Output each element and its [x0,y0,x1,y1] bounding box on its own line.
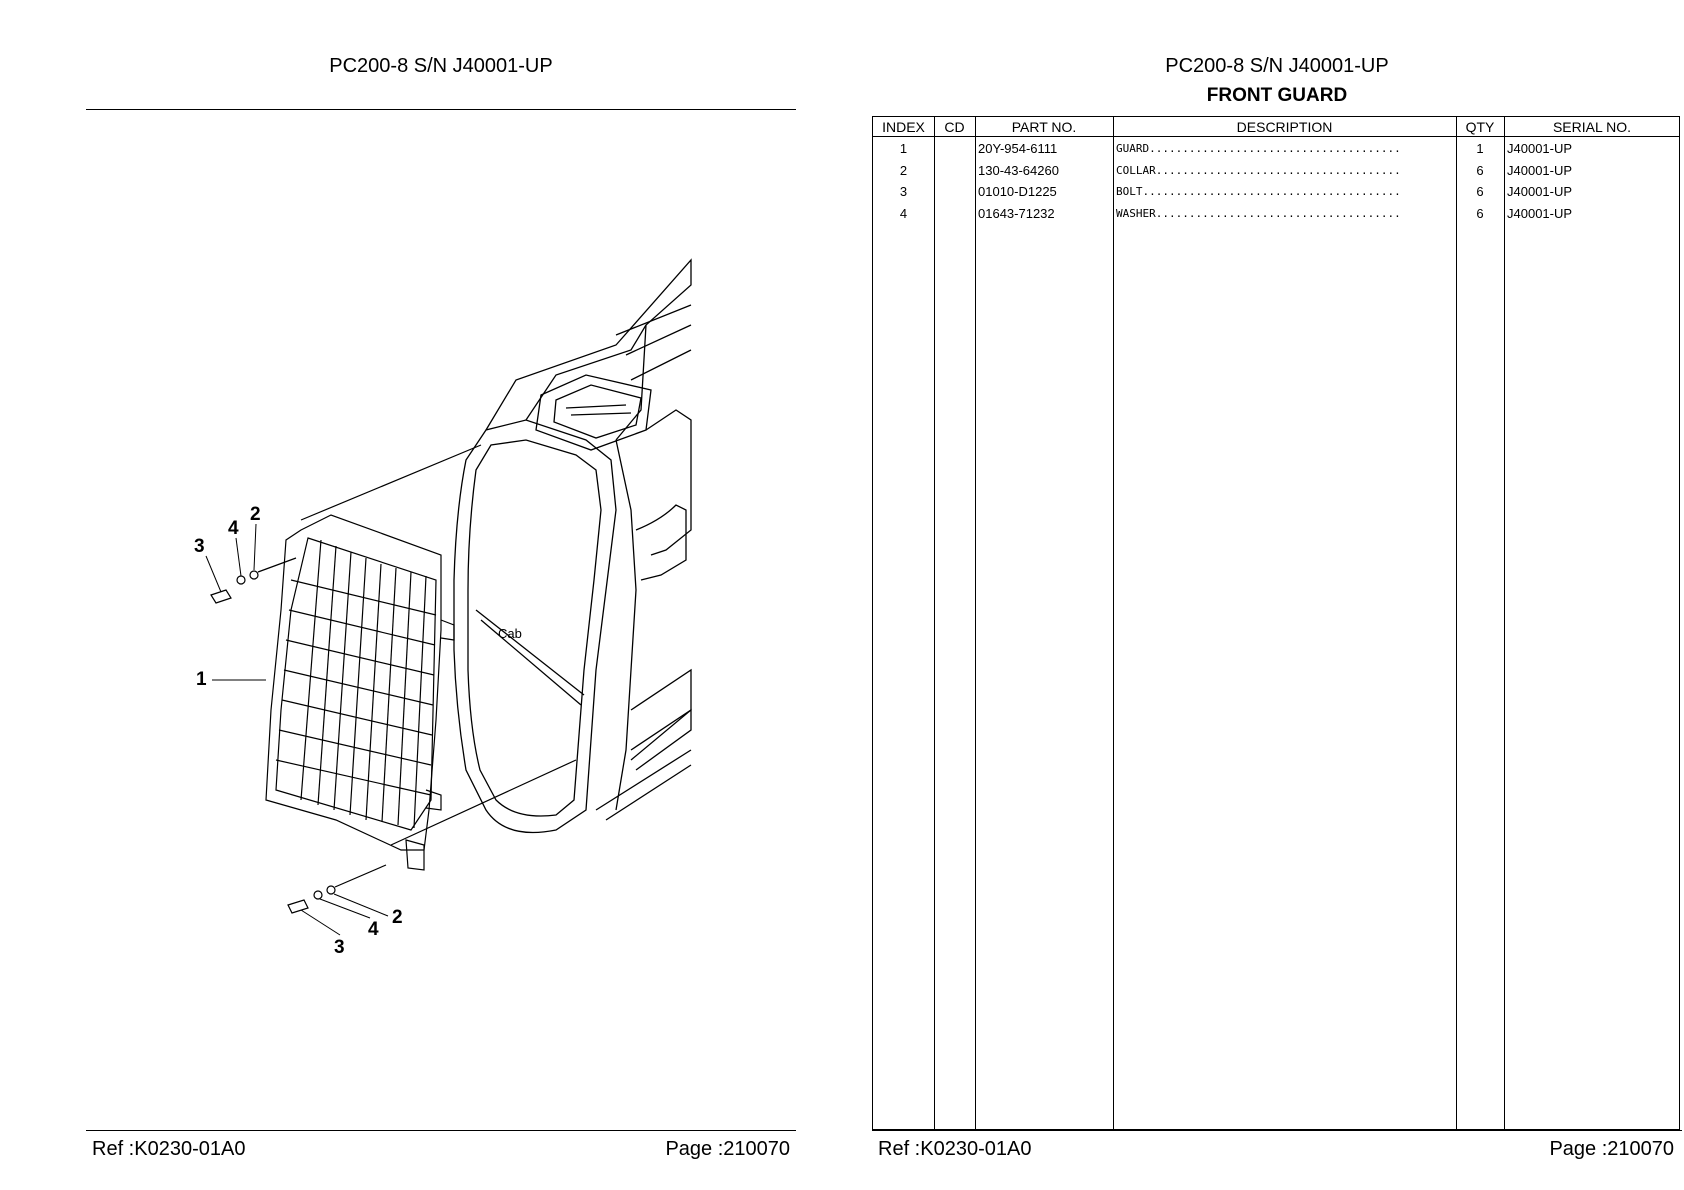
row-part-no: 20Y-954-6111 [978,141,1058,156]
row-description: GUARD...................................… [1116,142,1401,155]
table-header-row [873,117,1680,137]
row-index: 4 [899,206,908,221]
col-divider [934,117,935,1129]
left-page-title: PC200-8 S/N J40001-UP [329,55,553,77]
row-serial: J40001-UP [1507,184,1573,199]
col-divider [1113,117,1114,1129]
row-part-no: 01010-D1225 [978,184,1057,199]
front-guard [210,444,577,914]
cab-label: Cab [498,626,522,641]
callout-1: 1 [196,669,207,690]
row-index: 3 [899,184,908,199]
header-description: DESCRIPTION [1236,119,1333,135]
callout-4-upper: 4 [228,518,239,539]
col-divider [1456,117,1457,1129]
row-qty: 1 [1476,141,1484,156]
header-part-no: PART NO. [1011,119,1077,135]
right-page-number: Page :210070 [1549,1138,1674,1160]
left-ref-label: Ref :K0230-01A0 [92,1138,246,1160]
exploded-parts-diagram: Cab [194,258,692,958]
col-divider [975,117,976,1129]
callout-2-lower: 2 [392,907,403,928]
callout-2-upper: 2 [250,504,261,525]
row-qty: 6 [1476,163,1484,178]
row-serial: J40001-UP [1507,206,1573,221]
header-cd: CD [944,119,965,135]
right-footer-rule [872,1130,1682,1131]
section-title: FRONT GUARD [1206,85,1348,106]
row-serial: J40001-UP [1507,163,1573,178]
row-index: 1 [899,141,908,156]
row-part-no: 01643-71232 [978,206,1055,221]
row-serial: J40001-UP [1507,141,1573,156]
parts-table: INDEX CD PART NO. DESCRIPTION QTY SERIAL… [872,116,1680,1130]
callout-3-upper: 3 [194,536,205,557]
header-qty: QTY [1465,119,1495,135]
row-part-no: 130-43-64260 [978,163,1059,178]
right-ref-label: Ref :K0230-01A0 [878,1138,1032,1160]
row-description: WASHER..................................… [1116,207,1401,220]
cab-outline: Cab [453,258,692,834]
header-index: INDEX [882,119,925,135]
callout-labels: 1 2 3 4 2 3 4 [194,504,403,958]
left-page-number: Page :210070 [665,1138,790,1160]
row-description: BOLT....................................… [1116,185,1401,198]
left-header-rule [86,109,796,110]
left-footer-rule [86,1130,796,1131]
row-qty: 6 [1476,184,1484,199]
col-divider [1504,117,1505,1129]
row-index: 2 [899,163,908,178]
row-qty: 6 [1476,206,1484,221]
callout-4-lower: 4 [368,919,379,940]
header-serial-no: SERIAL NO. [1552,119,1632,135]
right-page-title: PC200-8 S/N J40001-UP [1165,55,1389,77]
row-description: COLLAR..................................… [1116,164,1401,177]
callout-3-lower: 3 [334,937,345,958]
